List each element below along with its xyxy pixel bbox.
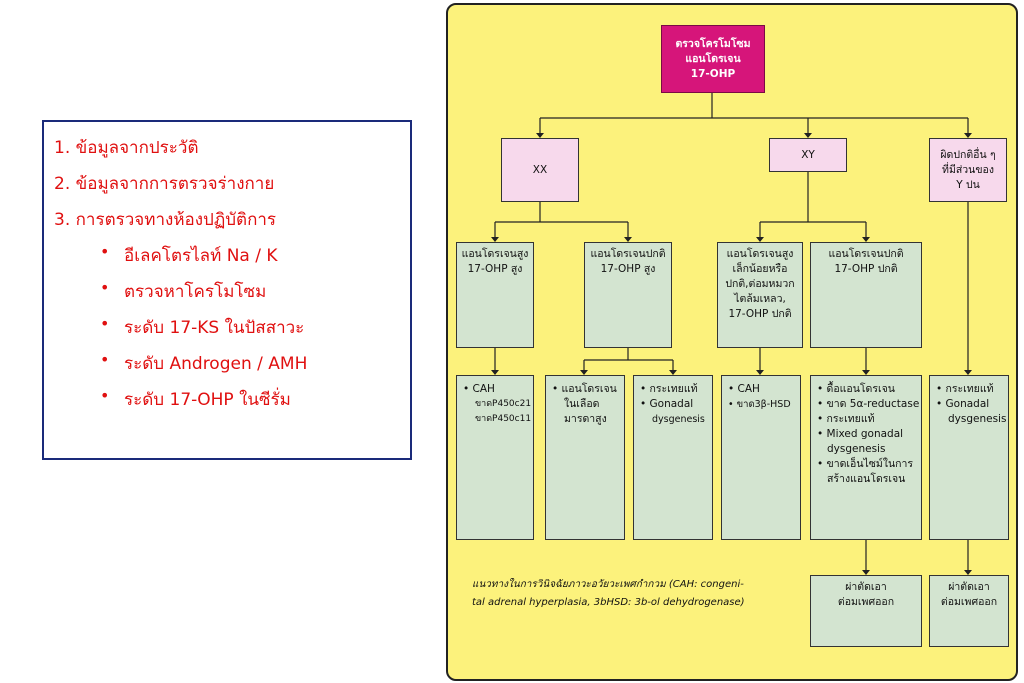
surgery-xy-line: ผ่าตัดเอา xyxy=(845,581,887,593)
maternal-line: มารดาสูง xyxy=(564,413,607,425)
xy-high-line: แอนโดรเจนสูง xyxy=(726,248,794,260)
cah-line: ขาดP450c21 xyxy=(475,399,532,409)
xx-normal-androgen-box: แอนโดรเจนปกติ 17-OHP สูง xyxy=(584,242,672,348)
bullet-icon: • xyxy=(100,314,110,333)
xy-high-line: 17-OHP ปกติ xyxy=(728,308,792,320)
karyotype-xx-box: XX xyxy=(501,138,579,202)
xx-normal-line: แอนโดรเจนปกติ xyxy=(590,248,666,260)
gonadal-other-line: dysgenesis xyxy=(948,413,1007,425)
xy-normal-line: แอนโดรเจนปกติ xyxy=(828,248,904,260)
lab-item-androgen: ระดับ Androgen / AMH xyxy=(124,354,308,374)
maternal-line: • แอนโดรเจน xyxy=(552,383,617,395)
gonadal-other-box: • กระเทยแท้ • Gonadal dysgenesis xyxy=(929,375,1009,540)
xy-normal-androgen-box: แอนโดรเจนปกติ 17-OHP ปกติ xyxy=(810,242,922,348)
history-checklist-box: 1. ข้อมูลจากประวัติ 2. ข้อมูลจากการตรวจร… xyxy=(42,120,412,460)
xy-cause-line: • ขาดเอ็นไซม์ในการ xyxy=(817,458,914,470)
bullet-icon: • xyxy=(100,278,110,297)
xx-high-androgen-box: แอนโดรเจนสูง 17-OHP สูง xyxy=(456,242,534,348)
root-line: แอนโดรเจน xyxy=(685,52,741,65)
gonadal-xx-box: • กระเทยแท้ • Gonadal dysgenesis xyxy=(633,375,713,540)
xx-high-line: แอนโดรเจนสูง xyxy=(461,248,529,260)
xy-causes-box: • ดื้อแอนโดรเจน • ขาด 5α-reductase • กระ… xyxy=(810,375,922,540)
cah-line: ขาดP450c11 xyxy=(475,414,532,424)
figure-caption-line-2: tal adrenal hyperplasia, 3bHSD: 3b-ol de… xyxy=(472,597,745,608)
surgery-other-box: ผ่าตัดเอา ต่อมเพศออก xyxy=(929,575,1009,647)
maternal-line: ในเลือด xyxy=(564,398,600,410)
xy-normal-line: 17-OHP ปกติ xyxy=(834,263,898,275)
xy-cause-line: • ดื้อแอนโดรเจน xyxy=(817,383,895,395)
root-chromosome-test-box: ตรวจโครโมโซม แอนโดรเจน 17-OHP xyxy=(661,25,765,93)
xy-cause-line: dysgenesis xyxy=(827,443,886,455)
checklist-item-2: 2. ข้อมูลจากการตรวจร่างกาย xyxy=(54,174,275,194)
other-y-line: ผิดปกติอื่น ๆ xyxy=(940,148,996,161)
gonadal-other-line: • Gonadal xyxy=(936,398,990,410)
xy-high-androgen-box: แอนโดรเจนสูง เล็กน้อยหรือ ปกติ,ต่อมหมวก … xyxy=(717,242,803,348)
other-y-line: ที่มีส่วนของ xyxy=(942,163,994,176)
karyotype-xy-box: XY xyxy=(769,138,847,172)
xy-high-line: เล็กน้อยหรือ xyxy=(732,263,788,275)
karyotype-xy-label: XY xyxy=(801,148,815,161)
root-line: 17-OHP xyxy=(690,67,736,80)
xy-cause-line: • กระเทยแท้ xyxy=(817,413,875,425)
xy-cause-line: • ขาด 5α-reductase xyxy=(817,398,920,410)
cah-xy-line: • ขาด3β-HSD xyxy=(728,399,791,410)
lab-item-17ohp: ระดับ 17-OHP ในซีรั่ม xyxy=(124,390,291,410)
gonadal-xx-line: • กระเทยแท้ xyxy=(640,383,698,395)
figure-caption-line-1: แนวทางในการวินิจฉัยภาวะอวัยวะเพศกำกวม (C… xyxy=(472,579,744,590)
gonadal-xx-line: dysgenesis xyxy=(652,414,705,425)
xy-cause-line: สร้างแอนโดรเจน xyxy=(827,473,906,485)
maternal-androgen-box: • แอนโดรเจน ในเลือด มารดาสูง xyxy=(545,375,625,540)
bullet-icon: • xyxy=(100,386,110,405)
checklist-item-3: 3. การตรวจทางห้องปฏิบัติการ xyxy=(54,210,277,230)
xy-high-line: ไตล้มเหลว, xyxy=(734,293,786,305)
xx-normal-line: 17-OHP สูง xyxy=(600,263,656,275)
cah-xy-line: • CAH xyxy=(728,383,760,395)
surgery-xy-box: ผ่าตัดเอา ต่อมเพศออก xyxy=(810,575,922,647)
xx-high-line: 17-OHP สูง xyxy=(467,263,523,275)
checklist-item-1: 1. ข้อมูลจากประวัติ xyxy=(54,138,199,158)
xy-cause-line: • Mixed gonadal xyxy=(817,428,904,440)
lab-item-chromosome: ตรวจหาโครโมโซม xyxy=(124,282,267,302)
karyotype-xx-label: XX xyxy=(532,163,548,176)
bullet-icon: • xyxy=(100,350,110,369)
other-y-line: Y ปน xyxy=(956,178,980,191)
karyotype-other-y-box: ผิดปกติอื่น ๆ ที่มีส่วนของ Y ปน xyxy=(929,138,1007,202)
gonadal-other-line: • กระเทยแท้ xyxy=(936,383,994,395)
surgery-other-line: ต่อมเพศออก xyxy=(940,596,998,608)
bullet-icon: • xyxy=(100,242,110,261)
lab-item-17ks: ระดับ 17-KS ในปัสสาวะ xyxy=(124,318,305,338)
root-line: ตรวจโครโมโซม xyxy=(675,37,751,50)
gonadal-xx-line: • Gonadal xyxy=(640,398,694,410)
cah-xy-box: • CAH • ขาด3β-HSD xyxy=(721,375,801,540)
lab-item-electrolyte: อีเลคโตรไลท์ Na / K xyxy=(124,246,278,266)
cah-xx-box: • CAH ขาดP450c21 ขาดP450c11 xyxy=(456,375,534,540)
surgery-other-line: ผ่าตัดเอา xyxy=(948,581,990,593)
cah-line: • CAH xyxy=(463,383,495,395)
xy-high-line: ปกติ,ต่อมหมวก xyxy=(725,278,795,290)
surgery-xy-line: ต่อมเพศออก xyxy=(837,596,895,608)
